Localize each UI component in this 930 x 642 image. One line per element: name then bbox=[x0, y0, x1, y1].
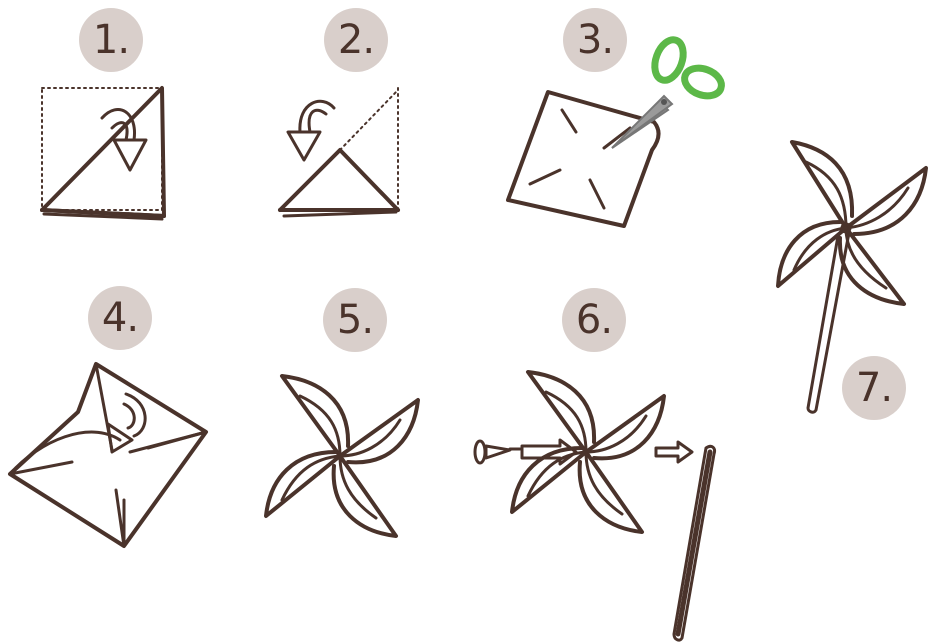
step-6-pinwheel bbox=[475, 372, 715, 640]
step-5-pinwheel bbox=[266, 376, 418, 536]
step-4-curved-arrow-icon bbox=[108, 394, 145, 452]
step-6-stick-icon bbox=[674, 446, 715, 640]
step-2-curved-arrow-icon bbox=[288, 101, 334, 160]
step-7-pinwheel bbox=[778, 142, 926, 412]
step-3-illustration bbox=[508, 36, 725, 226]
stick-direction-arrow-icon bbox=[656, 442, 692, 462]
scissors-icon bbox=[612, 36, 725, 148]
step-2-illustration bbox=[280, 88, 398, 216]
step-4-illustration bbox=[10, 364, 206, 546]
pin-icon bbox=[475, 441, 520, 463]
step-1-illustration bbox=[42, 88, 164, 219]
pin-push-arrow-icon bbox=[522, 440, 576, 464]
